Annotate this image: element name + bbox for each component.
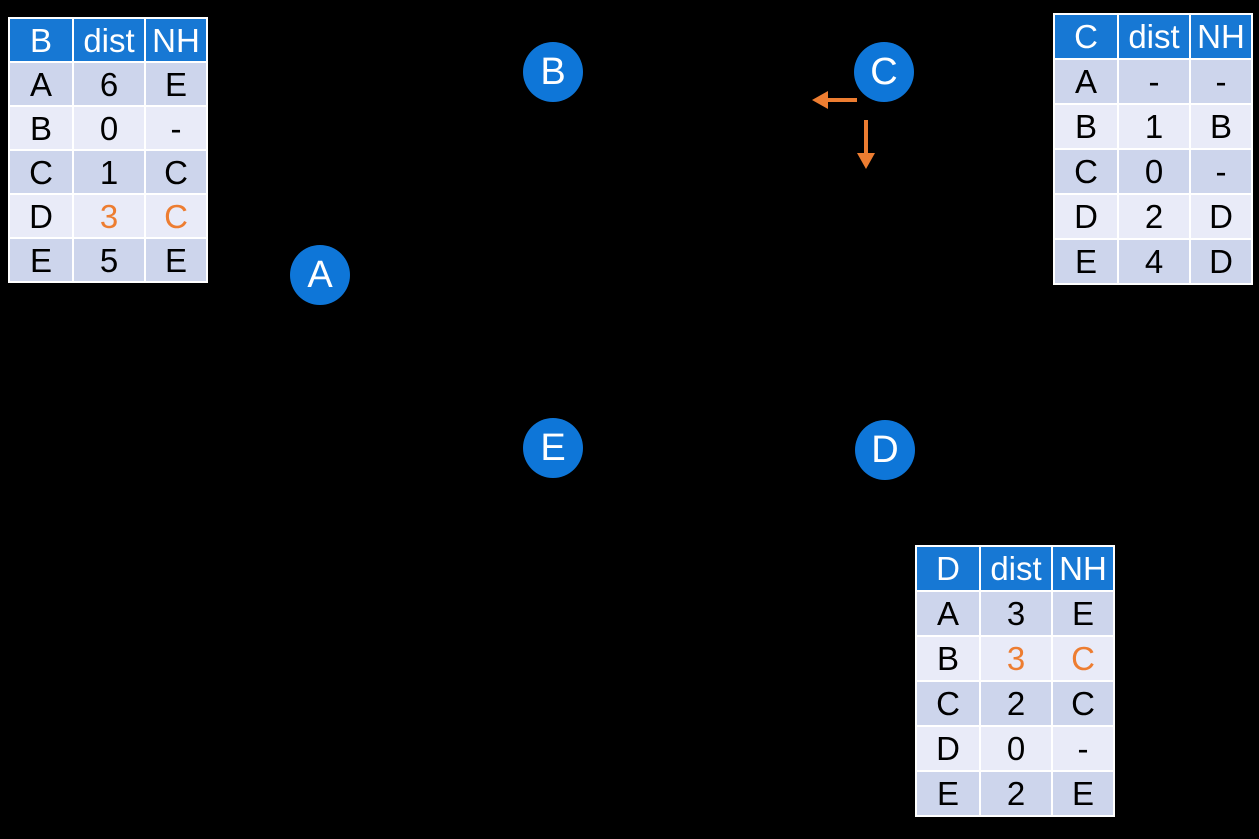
dest-cell: B bbox=[917, 637, 979, 680]
nh-cell: E bbox=[146, 63, 206, 105]
dest-cell: C bbox=[1055, 150, 1117, 193]
nh-cell: C bbox=[146, 151, 206, 193]
dist-cell: 6 bbox=[74, 63, 144, 105]
dist-cell: - bbox=[1119, 60, 1189, 103]
table-row: B 3 C bbox=[917, 637, 1113, 680]
dest-cell: C bbox=[917, 682, 979, 725]
node-b-label: B bbox=[540, 51, 566, 93]
nh-cell: - bbox=[1191, 60, 1251, 103]
dist-cell: 4 bbox=[1119, 240, 1189, 283]
nh-cell: E bbox=[146, 239, 206, 281]
dest-cell: E bbox=[10, 239, 72, 281]
nh-cell: D bbox=[1191, 195, 1251, 238]
node-d-label: D bbox=[871, 429, 899, 471]
table-row: C 2 C bbox=[917, 682, 1113, 725]
dist-column-header: dist bbox=[1119, 15, 1189, 58]
dist-cell: 0 bbox=[1119, 150, 1189, 193]
dist-cell: 2 bbox=[981, 682, 1051, 725]
update-arrows bbox=[812, 91, 875, 169]
nh-column-header: NH bbox=[146, 19, 206, 61]
table-b-title: B bbox=[10, 19, 72, 61]
nh-cell: E bbox=[1053, 772, 1113, 815]
node-a-label: A bbox=[307, 254, 333, 296]
node-e: E bbox=[523, 418, 583, 478]
dist-cell: 0 bbox=[981, 727, 1051, 770]
nh-cell-updated: C bbox=[1053, 637, 1113, 680]
node-a: A bbox=[290, 245, 350, 305]
nh-cell-updated: C bbox=[146, 195, 206, 237]
dist-column-header: dist bbox=[74, 19, 144, 61]
table-row: D 2 D bbox=[1055, 195, 1251, 238]
node-b: B bbox=[523, 42, 583, 102]
routing-table-b: B dist NH A 6 E B 0 - C 1 C D bbox=[8, 17, 208, 283]
table-row: D 3 C bbox=[10, 195, 206, 237]
dest-cell: C bbox=[10, 151, 72, 193]
routing-table-c: C dist NH A - - B 1 B C 0 - D bbox=[1053, 13, 1253, 285]
nh-cell: - bbox=[1191, 150, 1251, 193]
dest-cell: A bbox=[10, 63, 72, 105]
nh-cell: B bbox=[1191, 105, 1251, 148]
nh-cell: D bbox=[1191, 240, 1251, 283]
table-row: B 0 - bbox=[10, 107, 206, 149]
table-row: A - - bbox=[1055, 60, 1251, 103]
dist-cell: 1 bbox=[1119, 105, 1189, 148]
table-c-title: C bbox=[1055, 15, 1117, 58]
dist-cell: 0 bbox=[74, 107, 144, 149]
routing-table-d: D dist NH A 3 E B 3 C C 2 C D bbox=[915, 545, 1115, 817]
table-row: D 0 - bbox=[917, 727, 1113, 770]
table-row: B 1 B bbox=[1055, 105, 1251, 148]
arrow-down-icon bbox=[857, 120, 875, 169]
nh-cell: - bbox=[1053, 727, 1113, 770]
table-d-title: D bbox=[917, 547, 979, 590]
dest-cell: A bbox=[917, 592, 979, 635]
table-header-row: C dist NH bbox=[1055, 15, 1251, 58]
table-row: C 1 C bbox=[10, 151, 206, 193]
dest-cell: D bbox=[1055, 195, 1117, 238]
nh-column-header: NH bbox=[1191, 15, 1251, 58]
table-header-row: B dist NH bbox=[10, 19, 206, 61]
dist-cell: 5 bbox=[74, 239, 144, 281]
nh-cell: C bbox=[1053, 682, 1113, 725]
dist-cell: 3 bbox=[981, 592, 1051, 635]
nh-column-header: NH bbox=[1053, 547, 1113, 590]
dist-cell-updated: 3 bbox=[74, 195, 144, 237]
node-d: D bbox=[855, 420, 915, 480]
nh-cell: E bbox=[1053, 592, 1113, 635]
table-row: E 5 E bbox=[10, 239, 206, 281]
table-row: C 0 - bbox=[1055, 150, 1251, 193]
dest-cell: B bbox=[1055, 105, 1117, 148]
dest-cell: A bbox=[1055, 60, 1117, 103]
nh-cell: - bbox=[146, 107, 206, 149]
arrow-left-icon bbox=[812, 91, 857, 109]
table-row: E 4 D bbox=[1055, 240, 1251, 283]
dist-cell: 2 bbox=[981, 772, 1051, 815]
table-row: E 2 E bbox=[917, 772, 1113, 815]
dest-cell: E bbox=[1055, 240, 1117, 283]
dest-cell: E bbox=[917, 772, 979, 815]
dist-column-header: dist bbox=[981, 547, 1051, 590]
dest-cell: D bbox=[10, 195, 72, 237]
dest-cell: D bbox=[917, 727, 979, 770]
table-row: A 3 E bbox=[917, 592, 1113, 635]
table-row: A 6 E bbox=[10, 63, 206, 105]
dist-cell-updated: 3 bbox=[981, 637, 1051, 680]
node-c: C bbox=[854, 42, 914, 102]
node-c-label: C bbox=[870, 51, 898, 93]
dist-cell: 1 bbox=[74, 151, 144, 193]
node-e-label: E bbox=[540, 427, 566, 469]
table-header-row: D dist NH bbox=[917, 547, 1113, 590]
dest-cell: B bbox=[10, 107, 72, 149]
dist-cell: 2 bbox=[1119, 195, 1189, 238]
